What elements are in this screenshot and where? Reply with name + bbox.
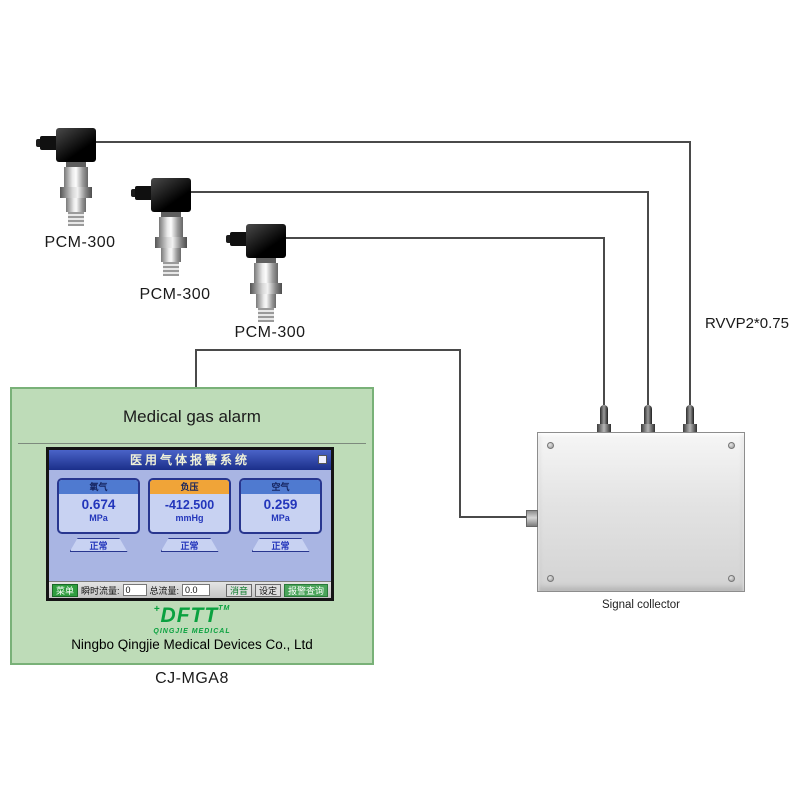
screen-titlebar: 医用气体报警系统 bbox=[49, 450, 331, 470]
company-name: Ningbo Qingjie Medical Devices Co., Ltd bbox=[71, 637, 313, 652]
model-label: CJ-MGA8 bbox=[155, 670, 229, 687]
title-divider bbox=[18, 443, 366, 444]
settings-button[interactable]: 设定 bbox=[254, 583, 281, 597]
wire-panel-vertical-2 bbox=[459, 349, 461, 517]
cable-type-label: RVVP2*0.75 bbox=[705, 315, 789, 332]
antenna-rod bbox=[686, 405, 694, 424]
antenna-rod bbox=[644, 405, 652, 424]
sensor-cable-gland bbox=[40, 136, 59, 150]
total-flow-value-field[interactable]: 0.0 bbox=[182, 584, 211, 596]
gauge-name: 负压 bbox=[150, 480, 229, 494]
gauge-status: 正常 bbox=[160, 538, 219, 552]
collector-antenna-2 bbox=[641, 405, 655, 432]
sensor-hex-nut bbox=[250, 283, 282, 294]
screw-icon bbox=[728, 442, 735, 449]
sensor-barrel bbox=[254, 263, 278, 283]
pressure-sensor-3 bbox=[226, 224, 310, 324]
gauge-name: 空气 bbox=[241, 480, 320, 494]
sensor-cable-gland bbox=[135, 186, 154, 200]
wire-sensor2-vertical bbox=[647, 191, 649, 405]
gauge-unit: MPa bbox=[271, 513, 290, 523]
menu-button[interactable]: 菜单 bbox=[52, 583, 79, 597]
wire-panel-horizontal-2 bbox=[459, 516, 527, 518]
antenna-rod bbox=[600, 405, 608, 424]
sensor-1-label: PCM-300 bbox=[44, 234, 116, 251]
brand-logo: +DFTTTM QINGJIE MEDICAL bbox=[12, 604, 372, 636]
sensor-barrel bbox=[159, 217, 183, 237]
gauge-value: 0.259 bbox=[263, 497, 298, 512]
antenna-base bbox=[683, 424, 697, 432]
gauge-unit: mmHg bbox=[175, 513, 204, 523]
wire-sensor1-horizontal bbox=[96, 141, 690, 143]
total-flow-label: 总流量: bbox=[149, 585, 180, 596]
sensor-lower-barrel bbox=[66, 198, 86, 212]
sensor-thread bbox=[258, 308, 274, 322]
flow-label: 瞬时流量: bbox=[81, 585, 120, 596]
sensor-gland-tip bbox=[36, 139, 42, 147]
pressure-sensor-2 bbox=[131, 178, 215, 278]
sensor-barrel bbox=[64, 167, 88, 187]
wire-sensor3-vertical bbox=[603, 237, 605, 405]
wire-sensor2-horizontal bbox=[191, 191, 648, 193]
sensor-connector-head bbox=[151, 178, 191, 212]
sensor-thread bbox=[163, 262, 179, 276]
sensor-lower-barrel bbox=[161, 248, 181, 262]
pressure-sensor-1 bbox=[36, 128, 120, 228]
antenna-base bbox=[597, 424, 611, 432]
gauge-vacuum: 负压 -412.500 mmHg 正常 bbox=[148, 478, 231, 552]
sensor-lower-barrel bbox=[256, 294, 276, 308]
screw-icon bbox=[728, 575, 735, 582]
screen-bottom-bar: 菜单 瞬时流量: 0 总流量: 0.0 消音 设定 报警查询 bbox=[49, 581, 331, 598]
collector-antenna-1 bbox=[597, 405, 611, 432]
gauge-box: 空气 0.259 MPa bbox=[239, 478, 322, 534]
sensor-2-label: PCM-300 bbox=[139, 286, 211, 303]
device-screen: 医用气体报警系统 氧气 0.674 MPa 正常 负压 -412.500 mmH… bbox=[46, 447, 334, 601]
alarm-panel: Medical gas alarm 医用气体报警系统 氧气 0.674 MPa … bbox=[10, 387, 374, 665]
gauge-status: 正常 bbox=[69, 538, 128, 552]
sensor-gland-tip bbox=[131, 189, 137, 197]
gauge-unit: MPa bbox=[89, 513, 108, 523]
collector-label: Signal collector bbox=[602, 599, 680, 611]
wire-sensor3-horizontal bbox=[286, 237, 604, 239]
collector-cable-port bbox=[526, 510, 538, 527]
sensor-3-label: PCM-300 bbox=[234, 324, 306, 341]
trademark-icon: TM bbox=[218, 605, 231, 612]
panel-title: Medical gas alarm bbox=[123, 407, 261, 426]
gauge-box: 负压 -412.500 mmHg bbox=[148, 478, 231, 534]
gauge-box: 氧气 0.674 MPa bbox=[57, 478, 140, 534]
brand-subtitle: QINGJIE MEDICAL bbox=[153, 628, 231, 635]
gauge-name: 氧气 bbox=[59, 480, 138, 494]
gauge-air: 空气 0.259 MPa 正常 bbox=[239, 478, 322, 552]
flow-value-field[interactable]: 0 bbox=[122, 584, 147, 596]
sensor-gland-tip bbox=[226, 235, 232, 243]
antenna-base bbox=[641, 424, 655, 432]
sensor-thread bbox=[68, 212, 84, 226]
sensor-hex-nut bbox=[60, 187, 92, 198]
sensor-hex-nut bbox=[155, 237, 187, 248]
gauge-value: -412.500 bbox=[164, 498, 215, 512]
sensor-collar bbox=[66, 162, 86, 167]
sensor-collar bbox=[161, 212, 181, 217]
gauge-oxygen: 氧气 0.674 MPa 正常 bbox=[57, 478, 140, 552]
sensor-collar bbox=[256, 258, 276, 263]
screw-icon bbox=[547, 442, 554, 449]
wire-panel-horizontal-1 bbox=[195, 349, 460, 351]
sensor-connector-head bbox=[246, 224, 286, 258]
collector-antenna-3 bbox=[683, 405, 697, 432]
alarm-query-button[interactable]: 报警查询 bbox=[283, 583, 328, 597]
titlebar-button-icon[interactable] bbox=[318, 455, 327, 464]
screw-icon bbox=[547, 575, 554, 582]
brand-plus-mark: + bbox=[153, 604, 161, 615]
wire-sensor1-vertical bbox=[689, 141, 691, 405]
gauge-status: 正常 bbox=[251, 538, 310, 552]
sensor-connector-head bbox=[56, 128, 96, 162]
sensor-cable-gland bbox=[230, 232, 249, 246]
gauge-value: 0.674 bbox=[81, 497, 116, 512]
mute-button[interactable]: 消音 bbox=[225, 583, 252, 597]
brand-name: +DFTTTM bbox=[153, 604, 231, 627]
signal-collector-box bbox=[526, 432, 745, 592]
wire-panel-vertical-1 bbox=[195, 349, 197, 387]
